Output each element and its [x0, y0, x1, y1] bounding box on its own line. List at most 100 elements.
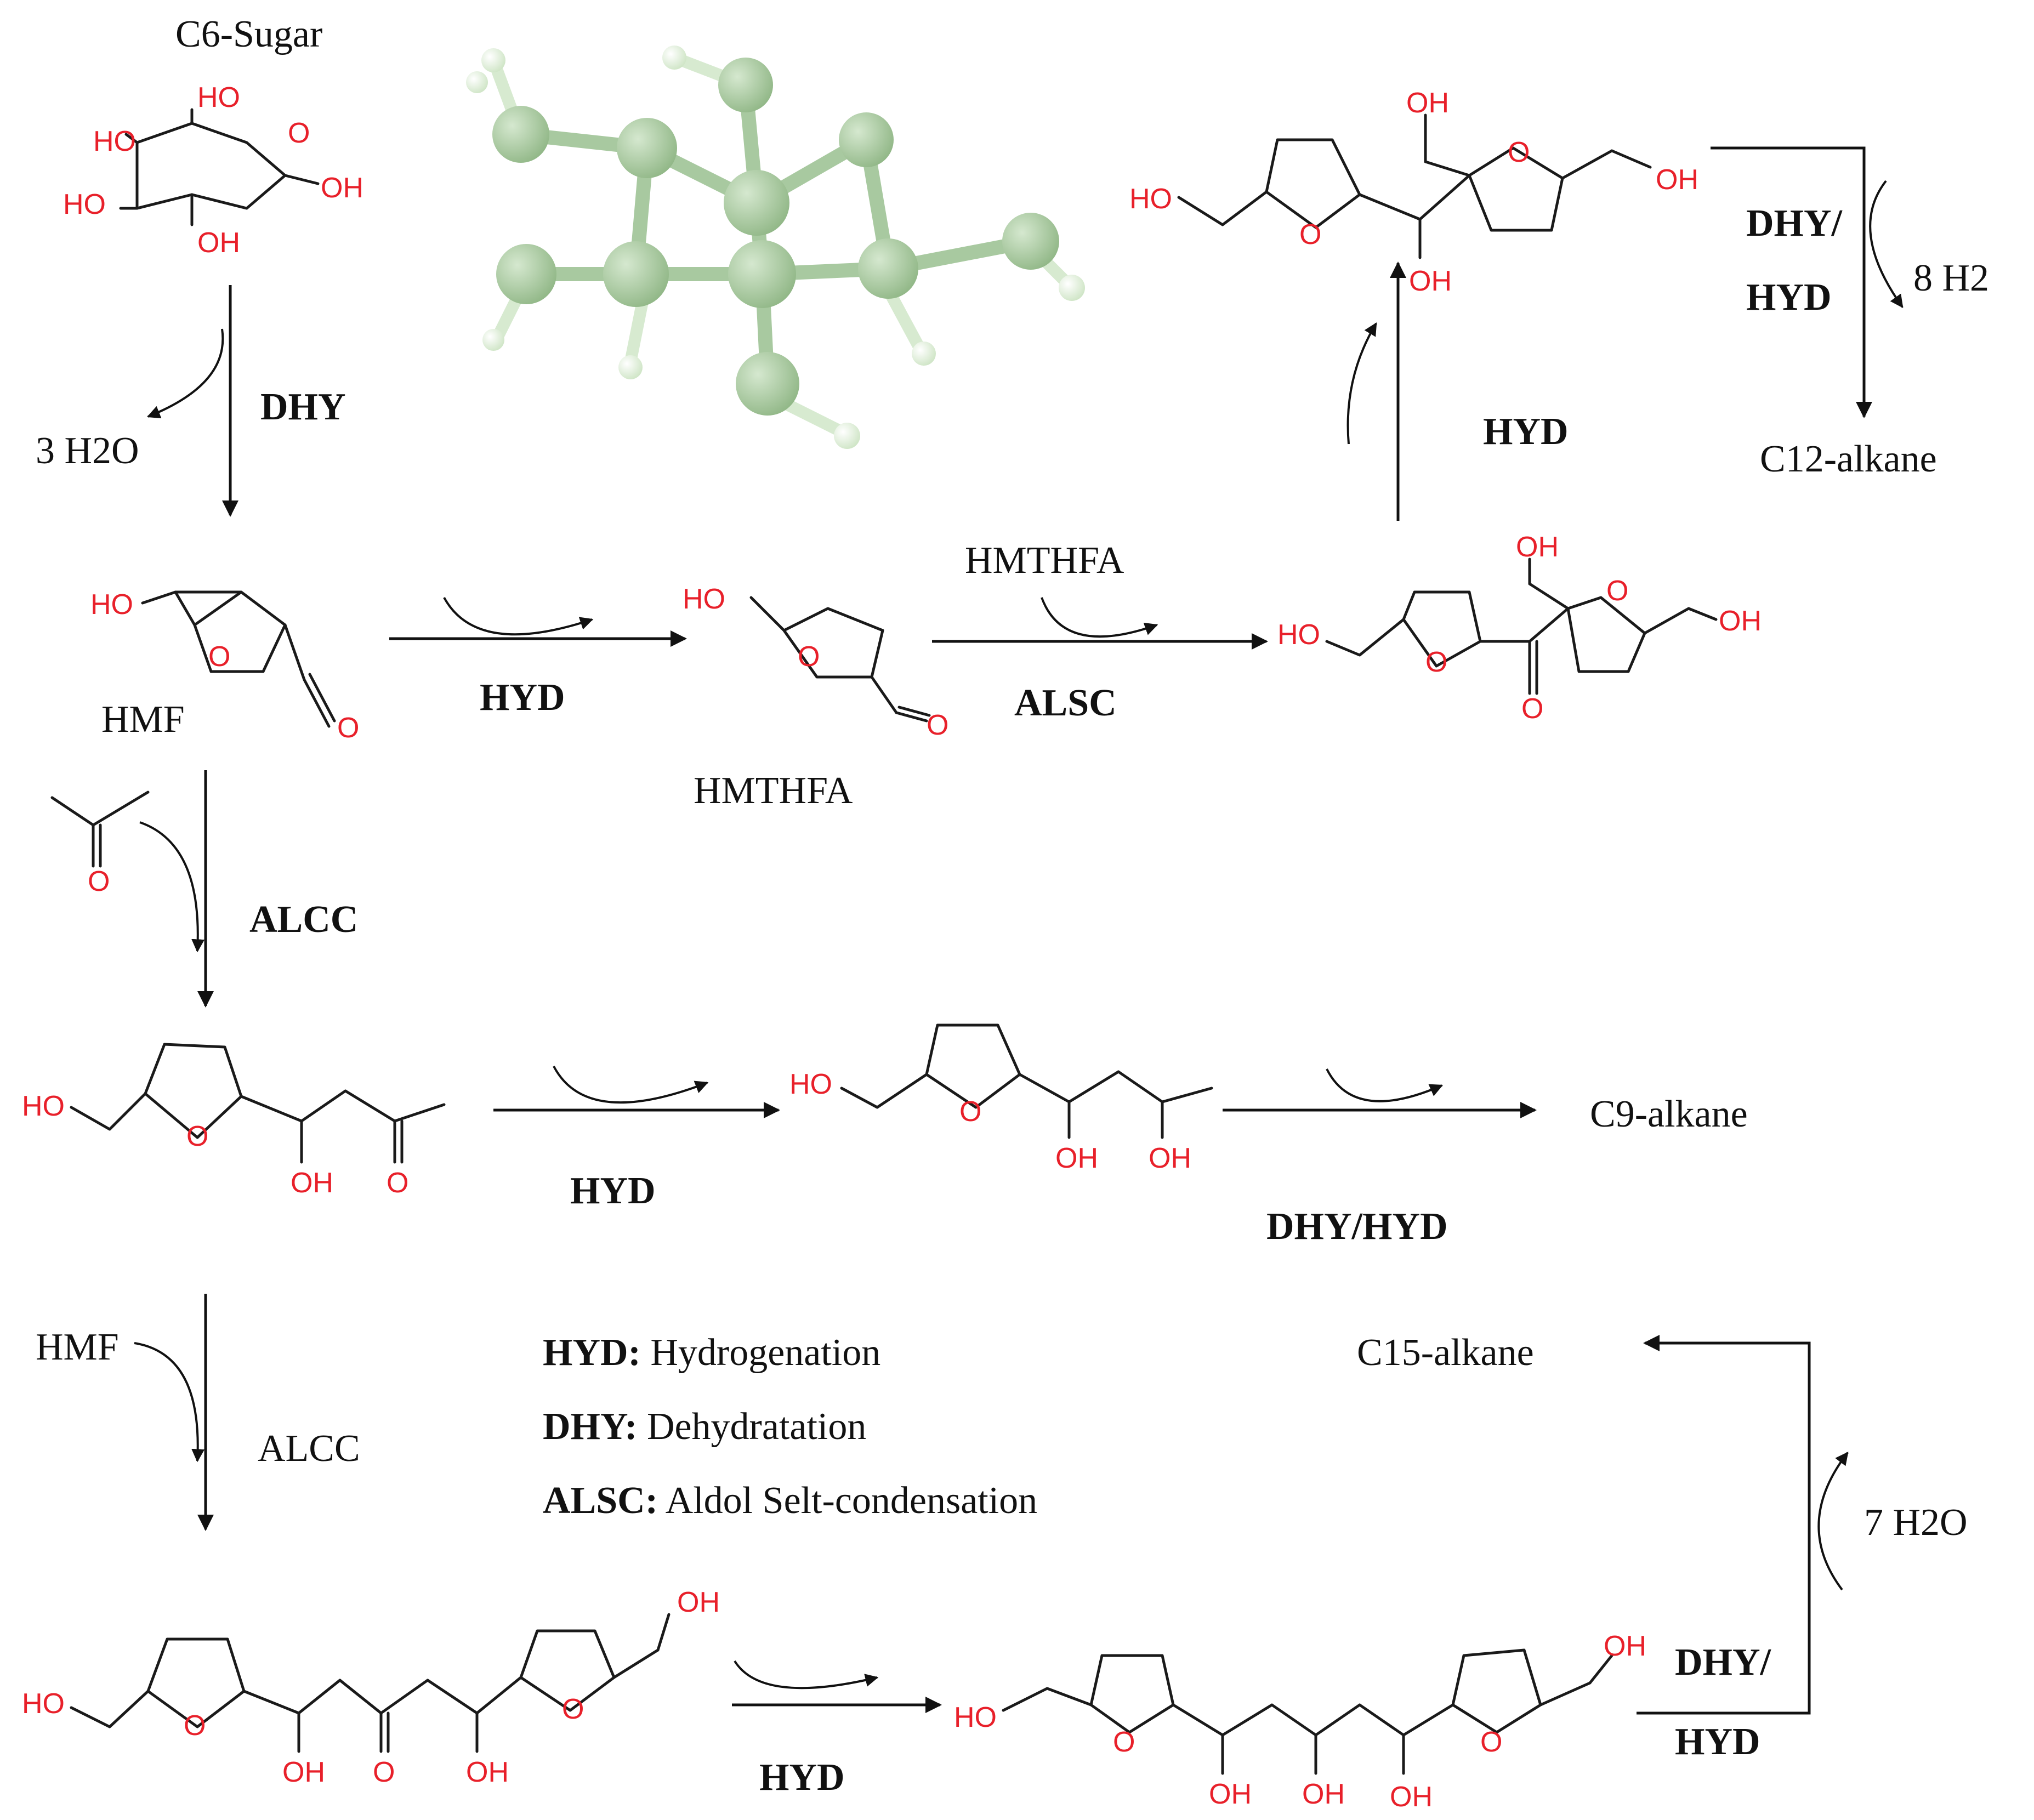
- hmf-reagent-label: HMF: [36, 1326, 119, 1368]
- legend-item-alsc: ALSC: Aldol Selt-condensation: [543, 1480, 1037, 1522]
- step-hyd-3: HYD: [732, 1660, 942, 1799]
- aldol-ho: HO: [22, 1090, 65, 1122]
- alsc-label: ALSC: [1014, 682, 1117, 724]
- hmf-label: HMF: [101, 698, 185, 741]
- sugar-oh-4: OH: [321, 172, 363, 204]
- tetrahydro-ring-o: O: [959, 1096, 981, 1128]
- alcc-label-1: ALCC: [249, 898, 358, 941]
- bis-furan-ho: HO: [22, 1688, 65, 1720]
- aldol-oh: OH: [291, 1167, 333, 1199]
- dhy-hyd-bottom-label-2: HYD: [1675, 1721, 1760, 1763]
- hmthfa-aldehyde-o: O: [927, 709, 948, 741]
- tetrahydro-diol-structure: HO O OH OH: [789, 1023, 1213, 1174]
- bis-thf-triol-structure: HO O OH OH OH O OH: [954, 1630, 1646, 1813]
- tetrahydro-oh-1: OH: [1055, 1142, 1098, 1174]
- legend-abbr-dhy: DHY:: [543, 1406, 637, 1448]
- ball-and-stick-model: [466, 46, 1085, 449]
- sugar-ho-2: HO: [93, 126, 136, 157]
- dimer-ho: HO: [1277, 619, 1320, 651]
- hyd-label-1: HYD: [480, 676, 565, 719]
- aldol-adduct-structure: HO O OH O: [22, 1043, 446, 1199]
- dimer-ring-o-2: O: [1606, 575, 1628, 607]
- bis-thf-oh-right: OH: [1604, 1630, 1646, 1662]
- top-diol-ring-o-1: O: [1299, 219, 1321, 251]
- bis-thf-oh-1: OH: [1209, 1778, 1252, 1810]
- legend-item-hyd: HYD: Hydrogenation: [543, 1332, 880, 1374]
- dimer-oh-right: OH: [1719, 605, 1762, 637]
- top-diol-oh-right: OH: [1656, 164, 1698, 196]
- top-diol-structure: HO O OH OH O OH: [1129, 87, 1698, 297]
- legend-item-dhy: DHY: Dehydratation: [543, 1406, 866, 1448]
- dhy-hyd-top-label-1: DHY/: [1746, 202, 1843, 244]
- dimer-ring-o-1: O: [1425, 646, 1447, 678]
- hmthfa-ring-o: O: [798, 641, 820, 673]
- step-hyd-up: HYD: [1346, 261, 1569, 521]
- sugar-oh-1: HO: [197, 82, 240, 113]
- c9-alkane-label: C9-alkane: [1590, 1093, 1748, 1135]
- top-diol-ho: HO: [1129, 183, 1172, 215]
- sugar-oh-5: OH: [197, 227, 240, 259]
- bis-thf-oh-3: OH: [1390, 1781, 1433, 1813]
- dimer-ketone-structure: HO O O OH O OH: [1277, 531, 1762, 725]
- top-diol-oh-top: OH: [1406, 87, 1449, 119]
- step-alcc-2: HMF ALCC: [36, 1294, 360, 1531]
- hyd-label-up: HYD: [1483, 411, 1569, 453]
- hmf-ring-o: O: [208, 641, 230, 673]
- step-dhy-hyd-mid: DHY/HYD C9-alkane: [1223, 1068, 1748, 1248]
- c6-sugar-label: C6-Sugar: [175, 13, 322, 55]
- water-3-label: 3 H2O: [36, 430, 139, 472]
- bis-furan-oh-2: OH: [466, 1756, 509, 1788]
- bis-furan-ring-o-1: O: [184, 1710, 206, 1742]
- bis-furan-ring-o-2: O: [562, 1693, 584, 1725]
- dhy-label: DHY: [260, 386, 346, 428]
- top-diol-ring-o-2: O: [1508, 136, 1530, 168]
- step-alsc: HMTHFA ALSC: [932, 539, 1268, 724]
- hmf-ho: HO: [90, 589, 133, 621]
- dimer-oh-top: OH: [1516, 531, 1559, 563]
- dhy-hyd-mid-label: DHY/HYD: [1266, 1205, 1448, 1248]
- step-dhy-hyd-bottom: 7 H2O DHY/ HYD C15-alkane: [1357, 1332, 1968, 1763]
- bis-thf-oh-2: OH: [1302, 1778, 1345, 1810]
- bis-furan-ketone-o: O: [373, 1756, 395, 1788]
- alcc-label-2: ALCC: [258, 1427, 360, 1470]
- legend-text-alsc: Aldol Selt-condensation: [658, 1480, 1037, 1522]
- hyd-label-2: HYD: [570, 1170, 656, 1212]
- c15-alkane-label: C15-alkane: [1357, 1332, 1534, 1374]
- c12-alkane-label: C12-alkane: [1760, 438, 1937, 480]
- aldol-ring-o: O: [186, 1121, 208, 1152]
- c6-sugar-structure: C6-Sugar HO HO O HO OH OH: [63, 13, 363, 259]
- bis-furan-structure: HO O OH O OH O OH: [22, 1586, 720, 1788]
- top-diol-oh-mid: OH: [1409, 265, 1452, 297]
- step-hyd-2: HYD: [493, 1066, 780, 1212]
- hmf-aldehyde-o: O: [337, 712, 359, 744]
- step-alcc-1: O ALCC: [50, 770, 358, 1008]
- tetrahydro-ho: HO: [789, 1068, 832, 1100]
- acetone-o: O: [88, 866, 110, 897]
- dhy-hyd-bottom-label-1: DHY/: [1675, 1641, 1772, 1684]
- hmf-structure: HO O O HMF: [90, 589, 359, 744]
- bis-thf-ho: HO: [954, 1702, 997, 1733]
- dhy-hyd-top-label-2: HYD: [1746, 276, 1832, 318]
- bis-furan-oh-1: OH: [282, 1756, 325, 1788]
- bis-thf-ring-o-1: O: [1113, 1726, 1135, 1758]
- dimer-ketone-o: O: [1521, 693, 1543, 725]
- step-hyd-1: HYD: [389, 597, 687, 719]
- bis-thf-ring-o-2: O: [1480, 1726, 1502, 1758]
- water-7-label: 7 H2O: [1864, 1502, 1968, 1544]
- hmthfa-label: HMTHFA: [694, 770, 853, 812]
- sugar-ring-o: O: [288, 117, 310, 149]
- step-dhy: 3 H2O DHY: [36, 285, 346, 517]
- sugar-ho-3: HO: [63, 189, 106, 220]
- legend-abbr-hyd: HYD:: [543, 1332, 641, 1374]
- legend-text-dhy: Dehydratation: [637, 1406, 866, 1448]
- hyd-label-3: HYD: [759, 1756, 845, 1799]
- hmthfa-structure: HO O O HMTHFA: [683, 583, 948, 812]
- bis-furan-oh-right: OH: [677, 1586, 720, 1618]
- aldol-ketone-o: O: [387, 1167, 408, 1199]
- h2-8-label: 8 H2: [1913, 257, 1989, 299]
- tetrahydro-oh-2: OH: [1149, 1142, 1191, 1174]
- step-dhy-hyd-top: DHY/ HYD 8 H2 C12-alkane: [1711, 146, 1989, 480]
- legend-text-hyd: Hydrogenation: [641, 1332, 880, 1374]
- legend-abbr-alsc: ALSC:: [543, 1480, 658, 1522]
- hmthfa-reagent-label: HMTHFA: [965, 539, 1124, 582]
